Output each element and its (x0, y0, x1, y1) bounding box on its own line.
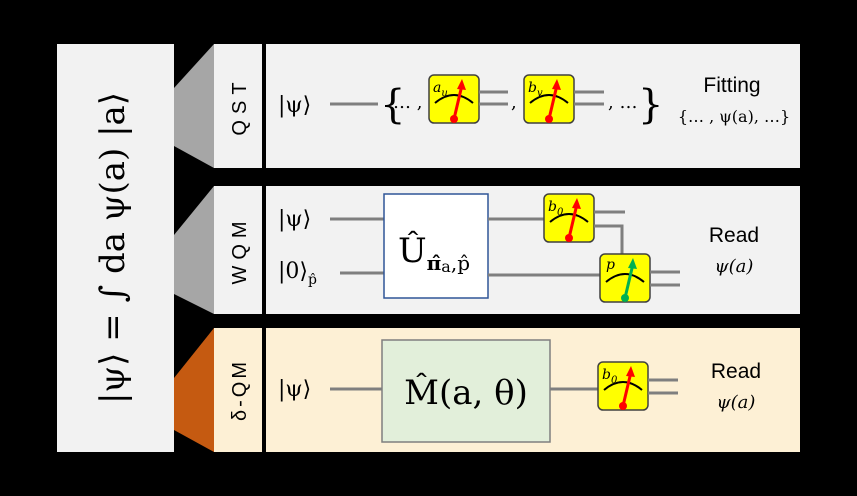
wqm-read-label: Read (709, 224, 759, 247)
needle-pivot-icon (621, 294, 629, 302)
arrowhead-icon (552, 79, 561, 90)
arrowhead-icon (457, 79, 466, 90)
meter-b-label: bv (528, 80, 543, 99)
meter-a-label: au (433, 80, 448, 99)
wqm-label: WQM (229, 215, 251, 284)
dqm-meter-label: b0 (602, 367, 618, 386)
qst-seq-right: , … (608, 92, 637, 113)
unitary-label: Ûπ̂a,p̂ (398, 230, 470, 276)
wqm-meter-p: p (599, 253, 651, 303)
qst-meter-a: au (428, 74, 480, 124)
meter-p-label: p (606, 257, 615, 273)
operator-label: M̂(a, θ) (404, 372, 528, 413)
wqm-meter-b0: b0 (543, 193, 595, 243)
wqm-label-box (214, 186, 262, 314)
qst-label: QST (229, 76, 251, 135)
needle-pivot-icon (545, 115, 553, 123)
dqm-connector (174, 328, 214, 452)
meter-b0-label: b0 (548, 199, 564, 218)
qst-mid-comma: , (511, 92, 517, 113)
qst-connector (174, 44, 214, 168)
needle-pivot-icon (565, 234, 573, 242)
wqm-input-state: |ψ⟩ (278, 207, 311, 232)
wqm-panel (266, 186, 800, 314)
qst-fitting-label: Fitting (703, 74, 760, 97)
dqm-meter-b0: b0 (597, 361, 649, 411)
qst-seq-left: … , (393, 92, 422, 113)
unitary-box (383, 193, 489, 299)
qst-label-box (214, 44, 262, 168)
wqm-read-value: ψ(a) (715, 256, 754, 277)
operator-box (381, 339, 551, 443)
qst-fitting-set: {… , ψ(a), …} (678, 107, 790, 126)
arrowhead-icon (628, 258, 637, 269)
needle-pivot-icon (450, 115, 458, 123)
needle-green-icon (623, 263, 635, 299)
dqm-label: δ-QM (229, 359, 251, 421)
needle-red-icon (452, 84, 464, 120)
wqm-wire-b0-out2 (594, 224, 624, 254)
arrowhead-icon (572, 198, 581, 209)
equation-panel (57, 44, 174, 452)
needle-red-icon (547, 84, 559, 120)
dqm-read-label: Read (711, 360, 761, 383)
needle-red-icon (567, 203, 579, 239)
qst-meter-b: bv (523, 74, 575, 124)
arrowhead-icon (626, 366, 635, 377)
qst-close-brace: } (638, 82, 663, 128)
needle-pivot-icon (619, 402, 627, 410)
qst-input-state: |ψ⟩ (278, 93, 311, 118)
dqm-label-box (214, 328, 262, 452)
qst-open-brace: { (380, 82, 405, 128)
needle-red-icon (621, 371, 633, 407)
dqm-input-state: |ψ⟩ (278, 377, 311, 402)
wqm-ancilla-state: |0⟩p̂ (278, 259, 317, 288)
wavefunction-expansion: |ψ⟩ = ∫ da ψ(a) |a⟩ (93, 92, 133, 404)
dqm-read-value: ψ(a) (717, 392, 756, 413)
wqm-connector (174, 186, 214, 314)
